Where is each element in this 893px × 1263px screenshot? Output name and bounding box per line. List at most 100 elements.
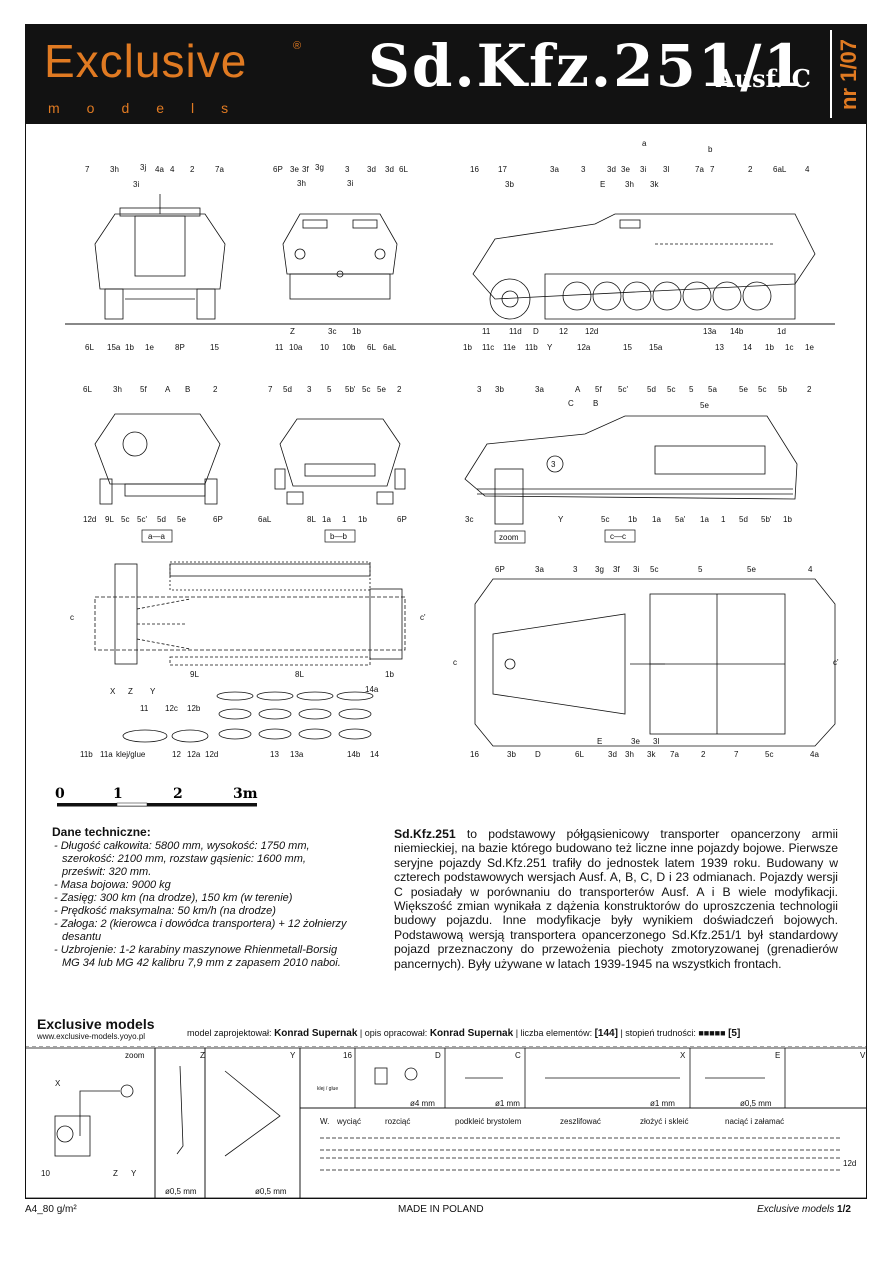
legend-fold-and-glue: złożyć i skleić bbox=[640, 1117, 688, 1126]
label-front-15: 15 bbox=[210, 343, 219, 352]
footer-brand-page: Exclusive models 1/2 bbox=[757, 1204, 851, 1215]
label-aa-9L: 9L bbox=[105, 515, 114, 524]
marker-a: a bbox=[642, 139, 647, 148]
label-cc-5c-prime: 5c' bbox=[618, 385, 628, 394]
label-side-3a: 3a bbox=[550, 165, 559, 174]
label-side-16: 16 bbox=[470, 165, 479, 174]
rear-view bbox=[282, 213, 398, 300]
label-side-7a: 7a bbox=[695, 165, 704, 174]
description-text: to podstawowy półgąsienicowy transporter… bbox=[394, 827, 838, 971]
label-chassis-X: X bbox=[110, 687, 116, 696]
chassis-top-view bbox=[94, 563, 406, 666]
label-chassis-1b: 1b bbox=[385, 670, 394, 679]
label-chassis-Y: Y bbox=[150, 687, 156, 696]
label-cc-1: 1 bbox=[721, 515, 726, 524]
label-front-2: 2 bbox=[190, 165, 195, 174]
cell-Z-label: Z bbox=[200, 1051, 205, 1060]
label-cc-5d: 5d bbox=[647, 385, 656, 394]
label-side-1d: 1d bbox=[777, 327, 786, 336]
label-rear-3e: 3e bbox=[290, 165, 299, 174]
label-side-11: 11 bbox=[482, 327, 491, 336]
label-top-5c: 5c bbox=[765, 750, 773, 759]
label-wheel-glue: klej/glue bbox=[116, 750, 146, 759]
size-Z: ø0,5 mm bbox=[165, 1187, 197, 1196]
label-wheel-14: 14 bbox=[370, 750, 379, 759]
label-aa-6L: 6L bbox=[83, 385, 92, 394]
footer-page: 1/2 bbox=[837, 1204, 851, 1215]
label-side-12: 12 bbox=[559, 327, 568, 336]
label-top-3e: 3e bbox=[631, 737, 640, 746]
label-cc-A: A bbox=[575, 385, 581, 394]
label-side-12d: 12d bbox=[585, 327, 598, 336]
size-E: ø0,5 mm bbox=[740, 1099, 772, 1108]
label-bb-1: 1 bbox=[342, 515, 347, 524]
cell-D-label: D bbox=[435, 1051, 441, 1060]
technical-drawings: 7 3h 3j 4a 4 2 7a 3i 6L 15a 1b 1e 8P 15 … bbox=[65, 139, 839, 759]
zoom-label: zoom bbox=[499, 533, 519, 542]
label-aa-5f: 5f bbox=[140, 385, 147, 394]
brand-url: www.exclusive-models.yoyo.pl bbox=[37, 1032, 146, 1041]
label-top-3i: 3i bbox=[633, 565, 639, 574]
caption-cc: c—c bbox=[610, 532, 626, 541]
label-side-7: 7 bbox=[710, 165, 715, 174]
caption-box-bb bbox=[324, 529, 356, 543]
cell-E-label: E bbox=[775, 1051, 780, 1060]
label-rear-6L-b: 6L bbox=[367, 343, 376, 352]
label-rear-10b: 10b bbox=[342, 343, 356, 352]
label-aa-5c-prime: 5c' bbox=[137, 515, 147, 524]
cell-C-label: C bbox=[515, 1051, 521, 1060]
vehicle-views bbox=[65, 194, 836, 747]
label-aa-6P: 6P bbox=[213, 515, 223, 524]
zoom-label-Z: Z bbox=[113, 1169, 118, 1178]
label-cc-3c: 3c bbox=[465, 515, 473, 524]
label-chassis-c: c bbox=[70, 613, 74, 622]
label-bb-5b-prime: 5b' bbox=[345, 385, 356, 394]
label-rear-6P: 6P bbox=[273, 165, 283, 174]
label-bb-5c: 5c bbox=[362, 385, 370, 394]
label-wheel-13a: 13a bbox=[290, 750, 304, 759]
label-top-D: D bbox=[535, 750, 541, 759]
cell-16-label: 16 bbox=[343, 1051, 352, 1060]
label-bb-5e: 5e bbox=[377, 385, 386, 394]
label-bb-6P: 6P bbox=[397, 515, 407, 524]
label-cc-5a-prime: 5a' bbox=[675, 515, 686, 524]
label-top-3b: 3b bbox=[507, 750, 516, 759]
label-side-1b-b: 1b bbox=[765, 343, 774, 352]
label-front-4: 4 bbox=[170, 165, 175, 174]
footer-brand: Exclusive models bbox=[757, 1204, 835, 1215]
zoom-label-10: 10 bbox=[41, 1169, 50, 1178]
logo-subtitle: models bbox=[48, 100, 256, 116]
tech-item: - Załoga: 2 (kierowca i dowódca transpor… bbox=[54, 918, 347, 943]
label-top-5: 5 bbox=[698, 565, 703, 574]
designer-name: Konrad Supernak bbox=[274, 1028, 358, 1039]
label-side-3e: 3e bbox=[621, 165, 630, 174]
label-cc-5d-b: 5d bbox=[739, 515, 748, 524]
label-rear-6L: 6L bbox=[399, 165, 408, 174]
label-side-13: 13 bbox=[715, 343, 724, 352]
label-top-4a: 4a bbox=[810, 750, 819, 759]
label-cc-5: 5 bbox=[689, 385, 694, 394]
section-a-a bbox=[94, 413, 221, 505]
scale-tick-2: 2 bbox=[173, 786, 183, 802]
label-rear-6aL: 6aL bbox=[383, 343, 397, 352]
label-rear-3f: 3f bbox=[302, 165, 309, 174]
label-rear-3i: 3i bbox=[347, 179, 353, 188]
label-bb-6aL: 6aL bbox=[258, 515, 272, 524]
zoom-label-X: X bbox=[55, 1079, 61, 1088]
label-cc-5a: 5a bbox=[708, 385, 717, 394]
zoom-box bbox=[494, 530, 526, 544]
caption-box-cc bbox=[604, 529, 636, 543]
label-side-E: E bbox=[600, 180, 605, 189]
label-aa-3h: 3h bbox=[113, 385, 122, 394]
cell-V-label: V bbox=[860, 1051, 866, 1060]
label-top-7: 7 bbox=[734, 750, 739, 759]
label-wheel-13: 13 bbox=[270, 750, 279, 759]
page-title-variant: Ausf. C bbox=[716, 64, 811, 93]
label-chassis-c-prime: c' bbox=[420, 613, 426, 622]
label-cc-Y: Y bbox=[558, 515, 564, 524]
label-top-3l: 3l bbox=[653, 737, 659, 746]
label-top-3f: 3f bbox=[613, 565, 620, 574]
circle-label: 3 bbox=[551, 460, 556, 469]
label-cc-1b-b: 1b bbox=[783, 515, 792, 524]
label-wheel-11a: 11a bbox=[100, 750, 113, 759]
